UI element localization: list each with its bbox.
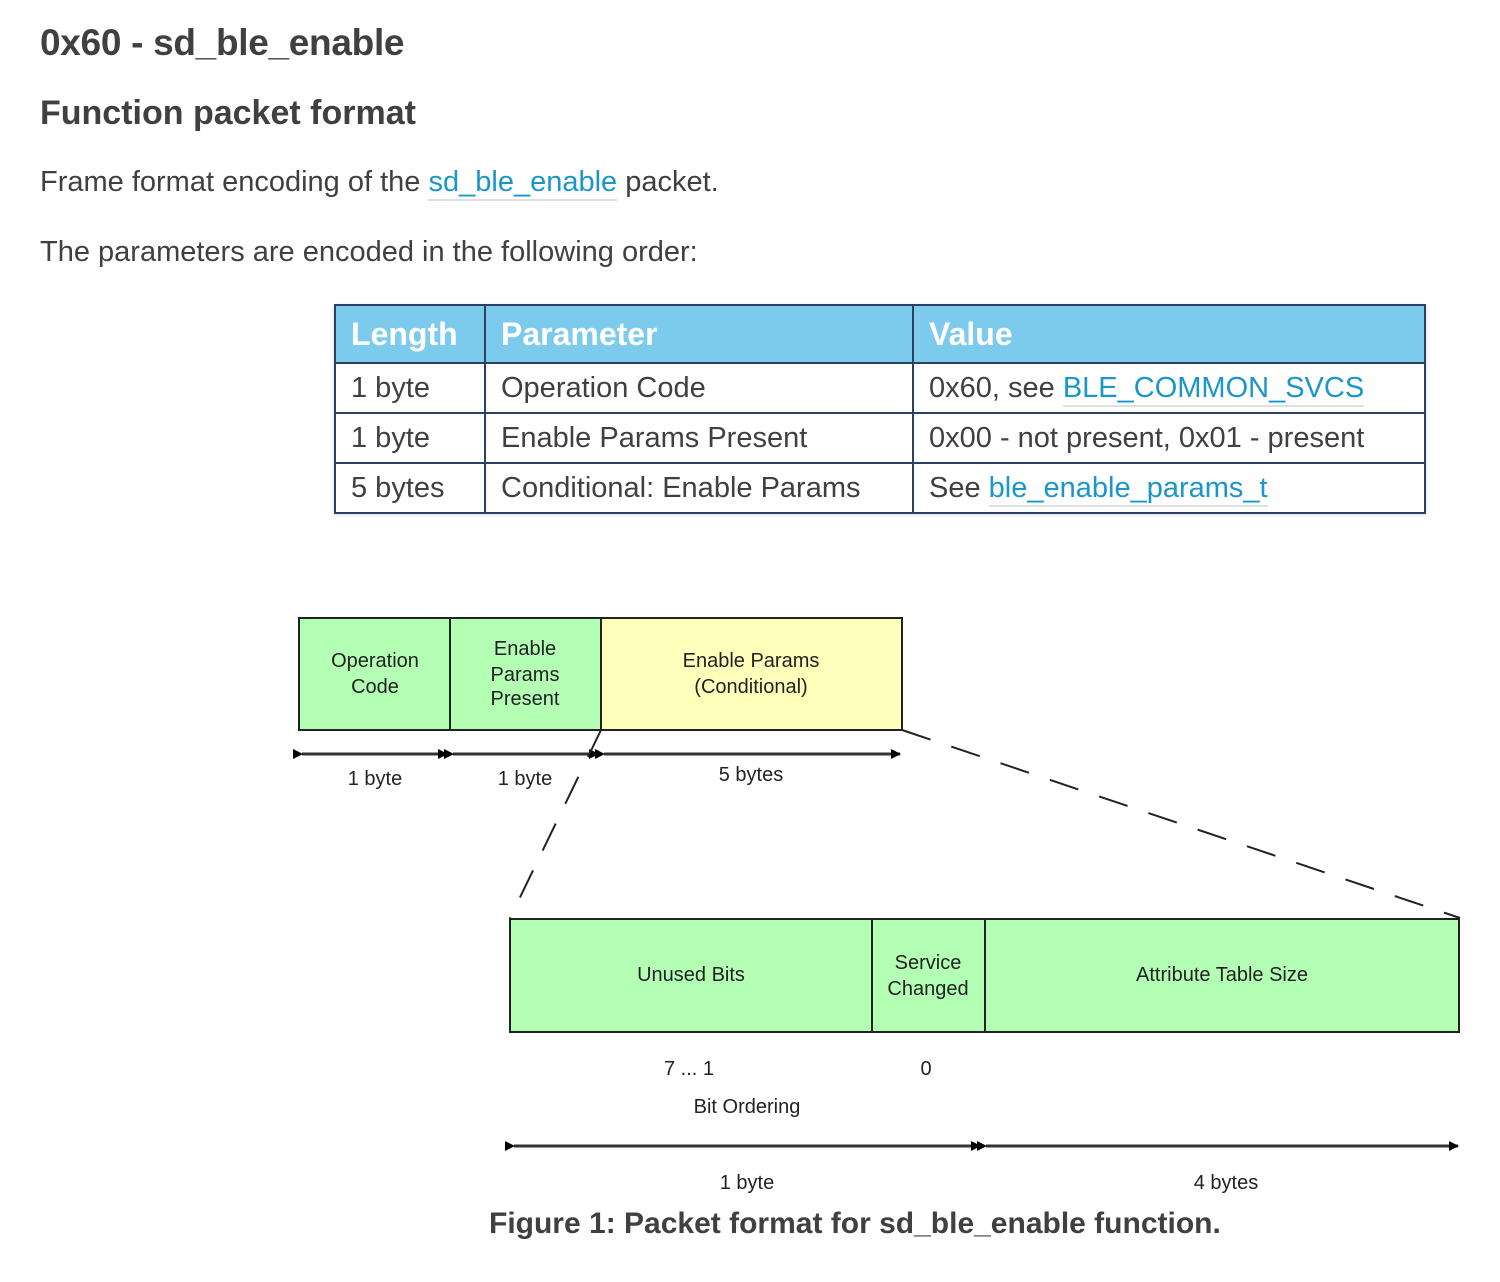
value-text: 0x00 - not present, 0x01 - present [929,421,1365,454]
size-label: 5 bytes [719,764,783,786]
intro-text-after: packet. [617,166,719,198]
header-value: Value [912,304,1426,364]
field-label-line: Changed [887,978,968,1000]
cell-parameter: Enable Params Present [484,412,914,464]
intro-text-before: Frame format encoding of the [40,166,429,198]
cell-value: 0x00 - not present, 0x01 - present [912,412,1426,464]
size-label: 4 bytes [1194,1172,1258,1194]
expansion-line-right [901,729,1461,919]
field-label-line: Unused Bits [637,964,745,986]
field-box-unused-bits [509,918,873,1033]
section-heading: Function packet format [40,94,416,132]
table-header-row: Length Parameter Value [334,304,1426,364]
field-label-line: Service [895,952,962,974]
order-paragraph: The parameters are encoded in the follow… [40,236,698,268]
field-label-line: (Conditional) [694,676,807,698]
bit-range-label: 7 ... 1 [664,1058,714,1080]
packet-format-diagram: Operation Code Enable Params Present Ena… [293,617,1461,1194]
size-label: 1 byte [348,768,402,790]
cell-parameter: Operation Code [484,362,914,414]
field-box-service-changed [871,918,986,1033]
cell-length: 5 bytes [334,462,486,514]
cell-value: See ble_enable_params_t [912,462,1426,514]
cell-length: 1 byte [334,412,486,464]
size-label: 1 byte [720,1172,774,1194]
cell-length: 1 byte [334,362,486,414]
header-length: Length [334,304,486,364]
cell-parameter: Conditional: Enable Params [484,462,914,514]
sd-ble-enable-link[interactable]: sd_ble_enable [428,166,618,201]
figure-caption: Figure 1: Packet format for sd_ble_enabl… [489,1207,1221,1240]
bit-range-label: 0 [920,1058,931,1080]
field-box-operation-code [298,617,451,731]
field-label-line: Enable [494,638,556,660]
field-box-enable-params [600,617,903,731]
intro-paragraph: Frame format encoding of the sd_ble_enab… [40,166,719,201]
table-row: 5 bytes Conditional: Enable Params See b… [334,462,1426,514]
field-label-line: Enable Params [683,650,820,672]
value-text: 0x60, see [929,371,1063,404]
cell-value: 0x60, see BLE_COMMON_SVCS [912,362,1426,414]
field-box-enable-params-present [449,617,602,731]
field-label-line: Present [491,688,560,710]
field-label-line: Params [491,664,560,686]
table-row: 1 byte Enable Params Present 0x00 - not … [334,412,1426,464]
value-text: See [929,471,989,504]
ble-common-svcs-link[interactable]: BLE_COMMON_SVCS [1062,371,1365,407]
field-label-line: Code [351,676,399,698]
page-title: 0x60 - sd_ble_enable [40,22,405,63]
field-box-attribute-table-size [984,918,1460,1033]
header-parameter: Parameter [484,304,914,364]
field-label-line: Operation [331,650,419,672]
expansion-line-left [509,729,602,919]
size-label: 1 byte [498,768,552,790]
parameters-table: Length Parameter Value 1 byte Operation … [334,304,1426,514]
bit-ordering-label: Bit Ordering [694,1096,801,1118]
field-label-line: Attribute Table Size [1136,964,1308,986]
table-row: 1 byte Operation Code 0x60, see BLE_COMM… [334,362,1426,414]
ble-enable-params-t-link[interactable]: ble_enable_params_t [988,471,1268,507]
